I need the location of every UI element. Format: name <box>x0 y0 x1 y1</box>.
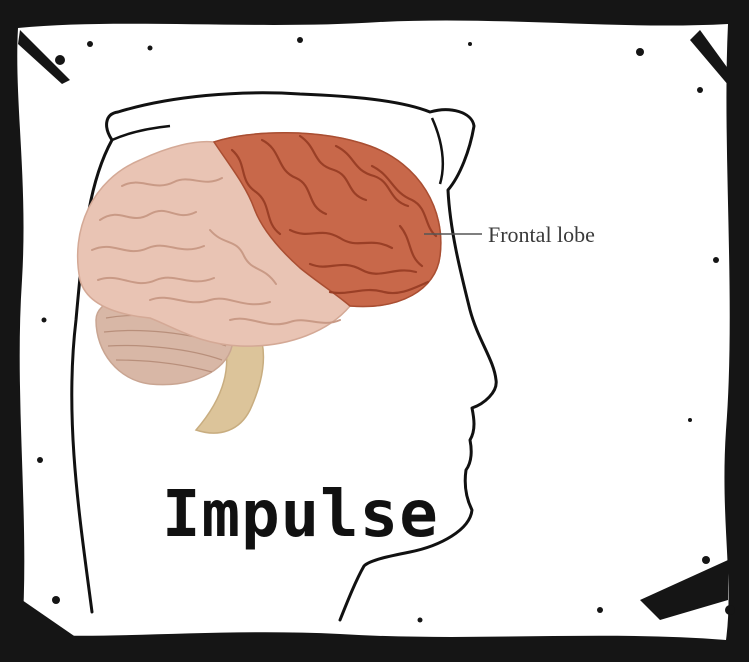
crown-outline <box>112 126 170 140</box>
frontal-lobe-label: Frontal lobe <box>488 222 595 247</box>
impulse-title: Impulse <box>162 478 439 552</box>
ear-outline <box>432 118 443 184</box>
